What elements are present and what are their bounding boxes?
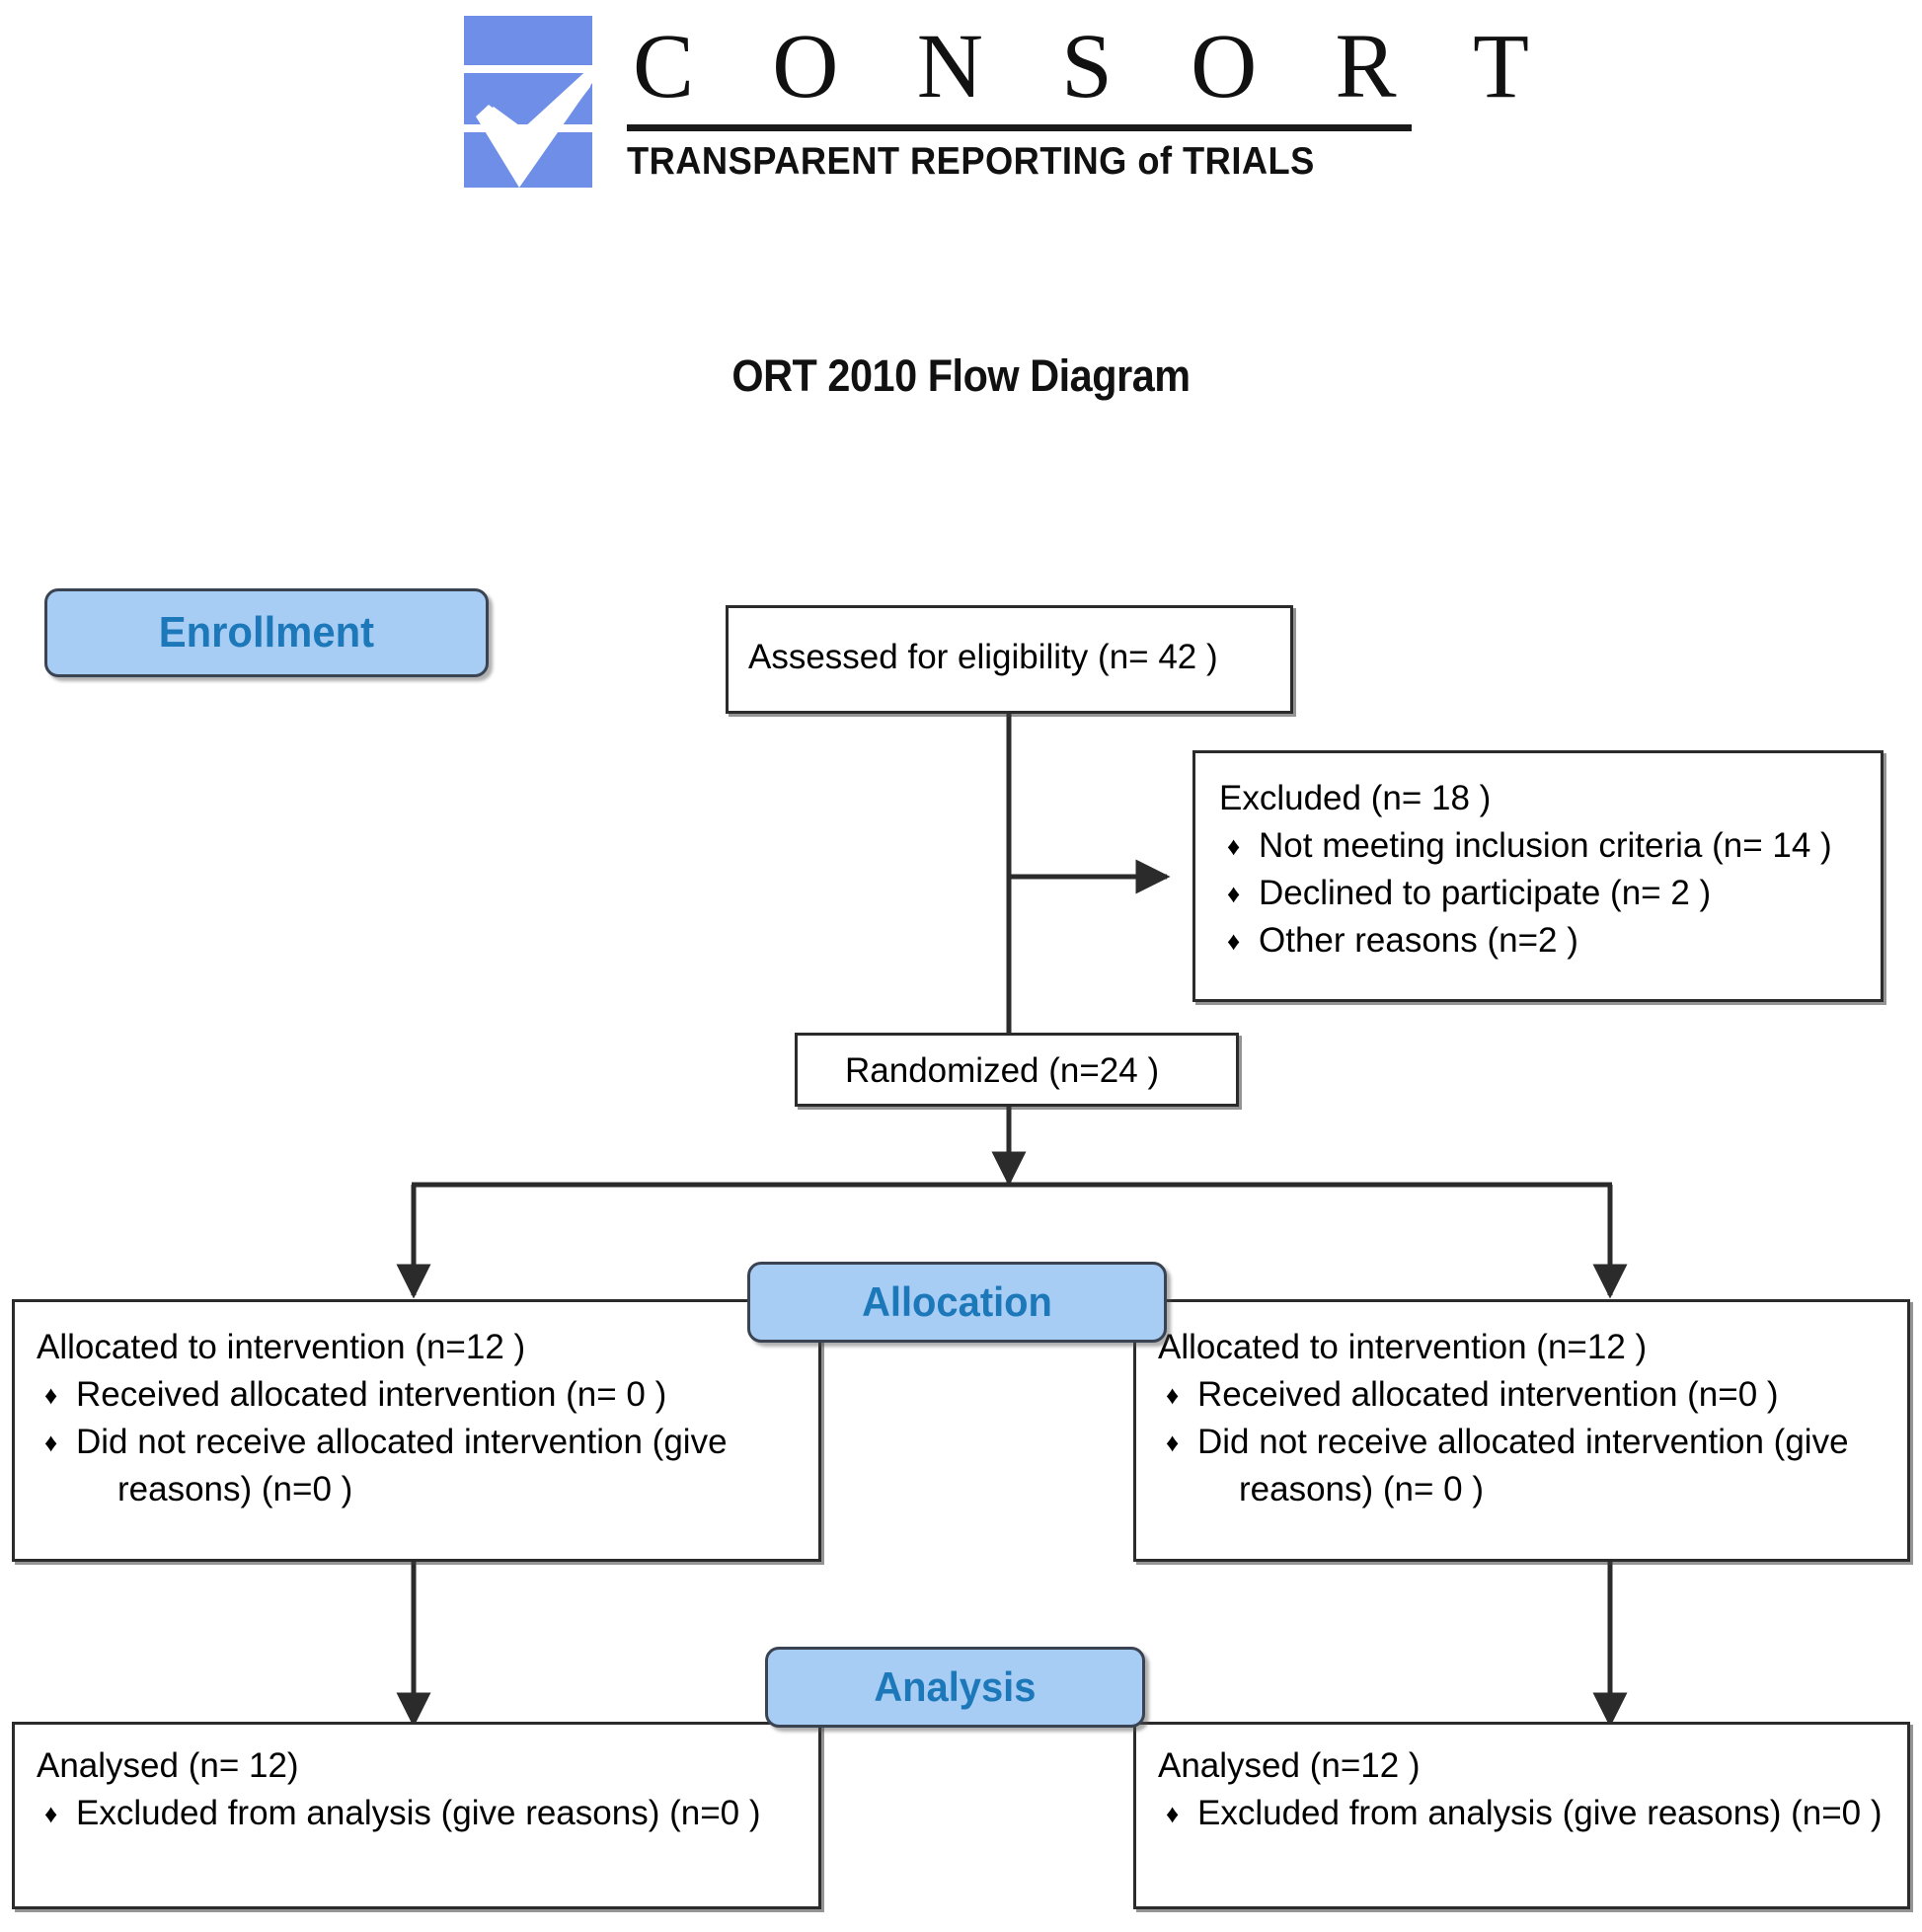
- node-allocated-right: Allocated to intervention (n=12 ) ♦ Rece…: [1133, 1299, 1910, 1562]
- logo-wordmark: C O N S O R T: [633, 16, 1557, 117]
- list-item-label-wrap: reasons) (n= 0 ): [1239, 1470, 1485, 1508]
- diamond-bullet-icon: ♦: [44, 1799, 58, 1828]
- list-item-label: Did not receive allocated intervention (…: [76, 1423, 728, 1461]
- list-item: ♦ Received allocated intervention (n= 0 …: [37, 1371, 797, 1419]
- stage-badge-analysis: Analysis: [765, 1647, 1145, 1728]
- list-item-label-wrap: reasons) (n=0 ): [117, 1470, 353, 1508]
- diamond-bullet-icon: ♦: [1166, 1428, 1180, 1457]
- diamond-bullet-icon: ♦: [1227, 831, 1241, 861]
- list-item: ♦ Excluded from analysis (give reasons) …: [1158, 1790, 1885, 1837]
- list-item: ♦ Not meeting inclusion criteria (n= 14 …: [1219, 822, 1857, 870]
- list-item: ♦ Declined to participate (n= 2 ): [1219, 870, 1857, 917]
- list-item: ♦ Did not receive allocated intervention…: [1158, 1419, 1885, 1513]
- node-assessed-for-eligibility: Assessed for eligibility (n= 42 ): [726, 605, 1293, 714]
- allocated-right-heading: Allocated to intervention (n=12 ): [1158, 1328, 1648, 1366]
- stage-badge-allocation-label: Allocation: [862, 1278, 1052, 1325]
- diamond-bullet-icon: ♦: [1166, 1380, 1180, 1410]
- list-item: ♦ Received allocated intervention (n=0 ): [1158, 1371, 1885, 1419]
- diamond-bullet-icon: ♦: [1166, 1799, 1180, 1828]
- list-item-label: Did not receive allocated intervention (…: [1197, 1423, 1849, 1461]
- node-allocated-left: Allocated to intervention (n=12 ) ♦ Rece…: [12, 1299, 821, 1562]
- allocated-right-list: ♦ Received allocated intervention (n=0 )…: [1158, 1371, 1885, 1513]
- stage-badge-enrollment-label: Enrollment: [158, 608, 375, 657]
- list-item: ♦ Did not receive allocated intervention…: [37, 1419, 797, 1513]
- list-item-label: Excluded from analysis (give reasons) (n…: [76, 1794, 761, 1832]
- list-item-label: Declined to participate (n= 2 ): [1259, 874, 1712, 912]
- diamond-bullet-icon: ♦: [1227, 879, 1241, 908]
- analysed-right-heading: Analysed (n=12 ): [1158, 1746, 1421, 1785]
- list-item-label: Received allocated intervention (n= 0 ): [76, 1375, 667, 1414]
- list-item: ♦ Other reasons (n=2 ): [1219, 917, 1857, 965]
- node-excluded: Excluded (n= 18 ) ♦ Not meeting inclusio…: [1192, 750, 1884, 1002]
- diamond-bullet-icon: ♦: [44, 1428, 58, 1457]
- randomized-text: Randomized (n=24 ): [845, 1051, 1160, 1090]
- list-item-label: Received allocated intervention (n=0 ): [1197, 1375, 1779, 1414]
- page-title: ORT 2010 Flow Diagram: [731, 350, 1191, 401]
- list-item-label: Not meeting inclusion criteria (n= 14 ): [1259, 826, 1832, 865]
- excluded-heading: Excluded (n= 18 ): [1219, 779, 1492, 817]
- assessed-text: Assessed for eligibility (n= 42 ): [748, 638, 1218, 676]
- diamond-bullet-icon: ♦: [44, 1380, 58, 1410]
- analysed-right-list: ♦ Excluded from analysis (give reasons) …: [1158, 1790, 1885, 1837]
- excluded-reason-list: ♦ Not meeting inclusion criteria (n= 14 …: [1219, 822, 1857, 965]
- list-item: ♦ Excluded from analysis (give reasons) …: [37, 1790, 797, 1837]
- list-item-label: Other reasons (n=2 ): [1259, 921, 1578, 960]
- diamond-bullet-icon: ♦: [1227, 926, 1241, 956]
- stage-badge-enrollment: Enrollment: [44, 588, 489, 677]
- consort-logo: C O N S O R T TRANSPARENT REPORTING of T…: [464, 14, 1557, 201]
- stage-badge-analysis-label: Analysis: [874, 1663, 1037, 1710]
- allocated-left-heading: Allocated to intervention (n=12 ): [37, 1328, 526, 1366]
- consort-logo-mark-icon: [464, 14, 592, 192]
- analysed-left-list: ♦ Excluded from analysis (give reasons) …: [37, 1790, 797, 1837]
- node-analysed-left: Analysed (n= 12) ♦ Excluded from analysi…: [12, 1722, 821, 1909]
- analysed-left-heading: Analysed (n= 12): [37, 1746, 299, 1785]
- stage-badge-allocation: Allocation: [747, 1262, 1167, 1343]
- list-item-label: Excluded from analysis (give reasons) (n…: [1197, 1794, 1883, 1832]
- allocated-left-list: ♦ Received allocated intervention (n= 0 …: [37, 1371, 797, 1513]
- logo-tagline: TRANSPARENT REPORTING of TRIALS: [627, 140, 1315, 183]
- node-analysed-right: Analysed (n=12 ) ♦ Excluded from analysi…: [1133, 1722, 1910, 1909]
- node-randomized: Randomized (n=24 ): [795, 1033, 1239, 1107]
- logo-divider: [627, 124, 1412, 131]
